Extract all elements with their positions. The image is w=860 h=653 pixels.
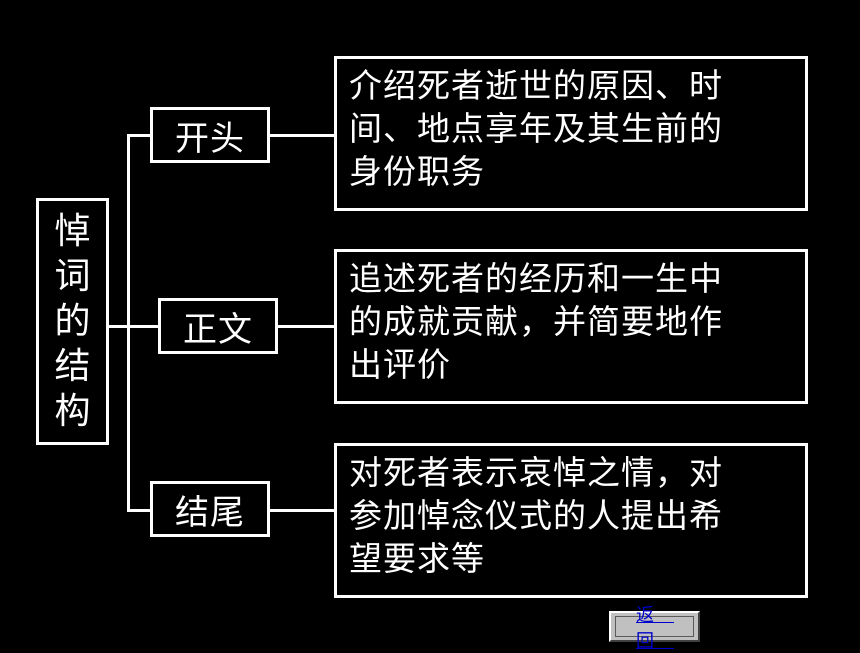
description-line: 介绍死者逝世的原因、时 <box>349 66 723 105</box>
connector-desc-top <box>270 134 334 137</box>
root-char: 悼 <box>54 211 91 252</box>
branch-node-body: 正文 <box>158 298 278 354</box>
description-line: 参加悼念仪式的人提出希 <box>349 496 723 535</box>
description-line: 的成就贡献，并简要地作 <box>349 302 723 341</box>
description-line: 出评价 <box>349 345 451 384</box>
connector-branch-bottom <box>127 509 150 512</box>
connector-desc-bottom <box>270 509 334 512</box>
connector-trunk <box>127 134 130 512</box>
description-body: 追述死者的经历和一生中 的成就贡献，并简要地作 出评价 <box>334 249 808 404</box>
branch-node-ending: 结尾 <box>150 481 270 537</box>
branch-label: 开头 <box>175 118 245 159</box>
branch-node-opening: 开头 <box>150 107 270 163</box>
branch-label: 正文 <box>183 309 253 350</box>
root-char: 的 <box>54 301 91 342</box>
root-node: 悼 词 的 结 构 <box>36 198 109 445</box>
root-char: 词 <box>54 256 91 297</box>
back-button[interactable]: 返回 <box>609 605 700 652</box>
root-char: 构 <box>54 391 91 432</box>
connector-branch-middle <box>127 325 158 328</box>
branch-label: 结尾 <box>175 492 245 533</box>
description-line: 间、地点享年及其生前的 <box>349 109 723 148</box>
back-button-label[interactable]: 返回 <box>615 605 694 652</box>
description-opening: 介绍死者逝世的原因、时 间、地点享年及其生前的 身份职务 <box>334 56 808 211</box>
description-ending: 对死者表示哀悼之情，对 参加悼念仪式的人提出希 望要求等 <box>334 443 808 598</box>
description-line: 身份职务 <box>349 152 485 191</box>
description-line: 对死者表示哀悼之情，对 <box>349 453 723 492</box>
connector-root-stub <box>109 325 129 328</box>
root-char: 结 <box>54 346 91 387</box>
description-line: 望要求等 <box>349 539 485 578</box>
connector-branch-top <box>127 134 150 137</box>
connector-desc-middle <box>278 325 334 328</box>
description-line: 追述死者的经历和一生中 <box>349 259 723 298</box>
